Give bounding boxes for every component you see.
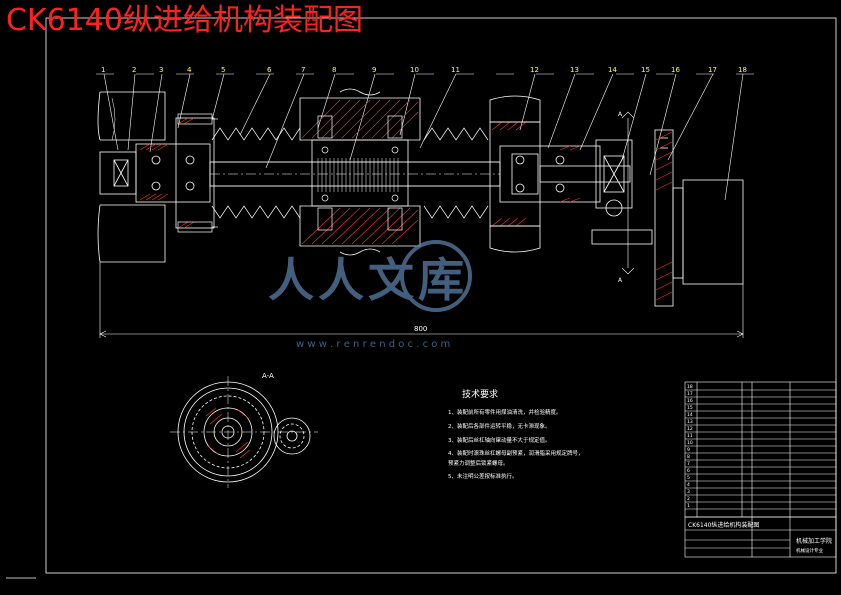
part-label: 8 [332,66,336,74]
watermark-text: 人人文库 [268,253,468,307]
parts-list-row-numbers: 18 17 16 15 14 13 12 11 10 9 8 7 6 5 4 3… [687,384,693,509]
overall-length-dimension: 800 [414,325,427,333]
section-marker-bottom: A [618,277,623,284]
row-number: 12 [687,426,693,432]
row-number: 17 [687,391,693,397]
row-number: 1 [687,503,690,509]
section-view-hatch [205,407,251,459]
screw-thread [317,158,399,192]
part-label: 13 [570,66,579,74]
title-block-school: 机械加工学院 [796,537,832,545]
callout-leaders [103,73,744,201]
tech-req-item: 2、装配后各部件运转平稳，无卡滞现象。 [448,422,551,430]
part-label: 10 [410,66,419,74]
left-bearing-block [99,117,215,229]
section-view-label: A-A [262,372,274,380]
parts-list-table [684,381,837,518]
motor-flange [654,129,744,307]
row-number: 5 [687,475,690,481]
dimension-line [99,262,744,338]
row-number: 2 [687,496,690,502]
tech-req-item: 4、装配时滚珠丝杠螺母副预紧，润滑脂采用规定牌号， [448,449,584,457]
row-number: 14 [687,412,693,418]
section-cut-line [621,111,635,275]
watermark-logo: 人人文库 w w w . r e n r e n d o c . c o m [268,240,472,350]
nut-bolts [317,115,403,231]
row-number: 3 [687,489,690,495]
sheet-border [45,17,837,574]
part-label: 17 [708,66,717,74]
row-number: 13 [687,419,693,425]
drawing-title: CK6140纵进给机构装配图 [6,3,363,38]
part-label: 6 [267,66,272,74]
watermark-url: w w w . r e n r e n d o c . c o m [296,339,450,350]
right-flange [489,95,541,253]
section-marker-top: A [618,111,623,118]
tech-req-heading: 技术要求 [462,388,498,400]
part-label: 18 [738,66,747,74]
left-housing [97,91,166,263]
section-view-aa [170,376,318,488]
part-label: 1 [101,66,105,74]
row-number: 8 [687,454,690,460]
part-label: 16 [671,66,680,74]
tech-req-item: 预紧力调整后锁紧螺母。 [448,459,509,467]
part-label: 15 [641,66,650,74]
part-label: 4 [187,66,192,74]
row-number: 6 [687,468,690,474]
row-number: 15 [687,405,693,411]
title-block [684,516,837,558]
right-bearing-block [489,121,631,227]
row-number: 4 [687,482,690,488]
row-number: 16 [687,398,693,404]
part-label: 9 [372,66,376,74]
part-label: 14 [608,66,617,74]
part-label: 2 [132,66,136,74]
row-number: 9 [687,447,690,453]
title-block-drawing-name: CK6140纵进给机构装配图 [688,521,759,529]
coupling [591,139,653,245]
tech-req-item: 1、装配前所有零件用煤油清洗，并检验精度。 [448,408,562,416]
tech-req-list: 1、装配前所有零件用煤油清洗，并检验精度。 2、装配后各部件运转平稳，无卡滞现象… [448,408,584,480]
left-flange-bolts [177,113,218,233]
nut-hatch [301,99,419,245]
row-number: 18 [687,384,693,390]
ball-screw-shaft [209,161,501,187]
left-hatch [139,117,195,229]
part-label: 7 [301,66,305,74]
part-label: 3 [159,66,163,74]
right-hatch [491,121,581,227]
tech-req-item: 5、未注明公差按标准执行。 [448,472,518,480]
row-number: 7 [687,461,690,467]
part-label: 11 [451,66,460,74]
part-label: 5 [221,66,225,74]
part-label: 12 [530,66,539,74]
tech-req-item: 3、装配后丝杠轴向窜动量不大于规定值。 [448,436,551,444]
motor-hatch [655,131,673,301]
row-number: 11 [687,433,693,439]
row-number: 10 [687,440,693,446]
part-number-labels: 1 2 3 4 5 6 7 8 9 10 11 12 13 14 15 16 1… [101,66,747,74]
title-block-school-sub: 机械设计专业 [796,547,823,554]
nut-housing [299,88,421,256]
bellows-cover [211,127,489,219]
